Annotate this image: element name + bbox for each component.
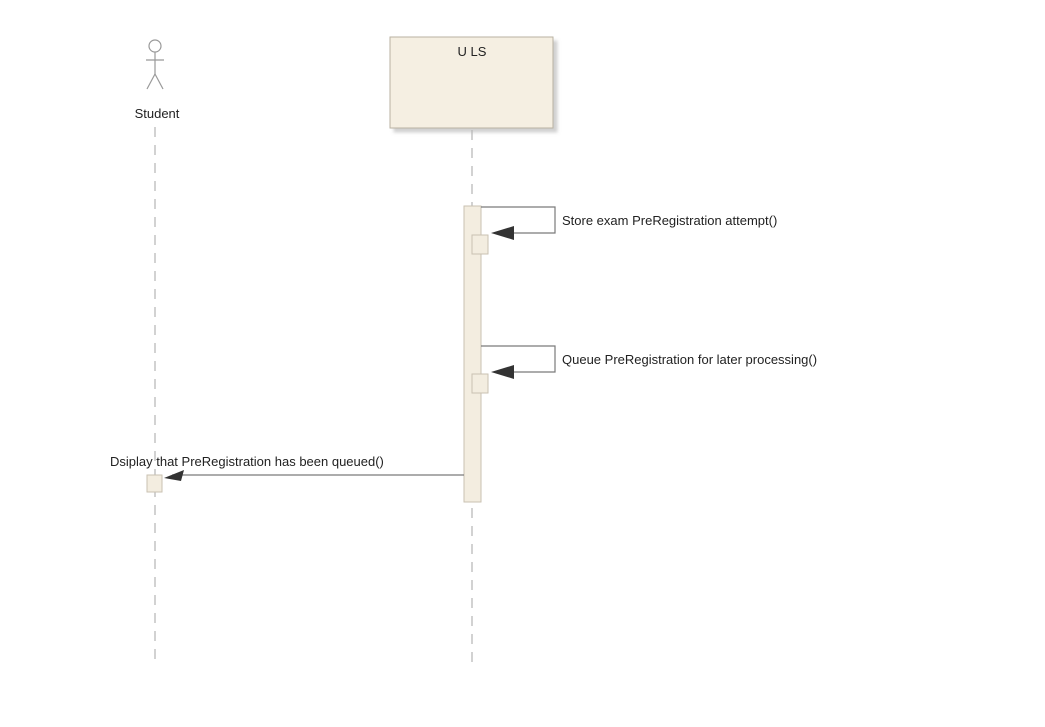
lifeline-box — [389, 36, 554, 129]
nested-activation — [471, 234, 489, 255]
arrowhead-icon — [491, 226, 514, 240]
message-label: Dsiplay that PreRegistration has been qu… — [110, 454, 384, 469]
stick-figure-icon — [146, 39, 164, 90]
activation-bar — [463, 205, 482, 503]
student-activation — [146, 474, 163, 493]
actor-student: Student — [135, 39, 180, 121]
message-label: Queue PreRegistration for later processi… — [562, 352, 817, 367]
arrowhead-icon — [491, 365, 514, 379]
lifeline-label: U LS — [458, 44, 487, 59]
actor-label: Student — [135, 106, 180, 121]
self-message-1: Store exam PreRegistration attempt() — [471, 206, 777, 255]
message-label: Store exam PreRegistration attempt() — [562, 213, 777, 228]
message-3: Dsiplay that PreRegistration has been qu… — [110, 454, 464, 493]
lifeline-uls: U LS — [389, 36, 554, 129]
arrowhead-icon — [164, 470, 184, 481]
self-message-2: Queue PreRegistration for later processi… — [471, 345, 817, 394]
nested-activation — [471, 373, 489, 394]
